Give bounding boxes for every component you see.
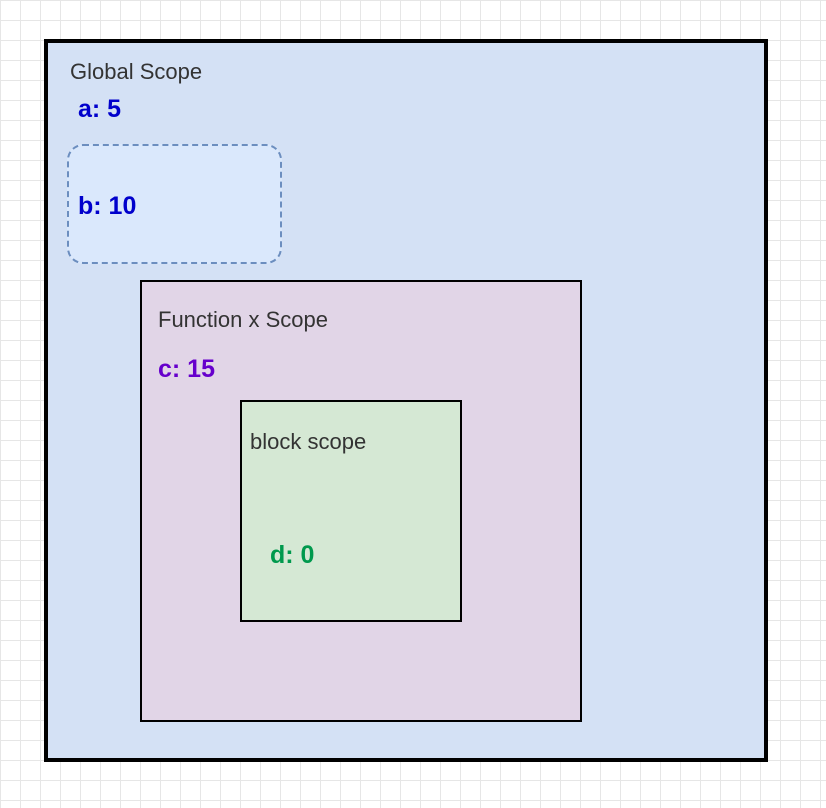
variable-d-label: d: 0 <box>270 541 315 569</box>
variable-b-label: b: 10 <box>78 192 137 220</box>
variable-c-label: c: 15 <box>158 355 215 383</box>
function-x-scope-title: Function x Scope <box>158 307 328 332</box>
block-scope-box <box>240 400 462 622</box>
global-scope-title: Global Scope <box>70 59 203 84</box>
block-scope-title: block scope <box>250 429 367 454</box>
variable-b-box <box>67 144 282 264</box>
variable-a-label: a: 5 <box>78 95 122 123</box>
